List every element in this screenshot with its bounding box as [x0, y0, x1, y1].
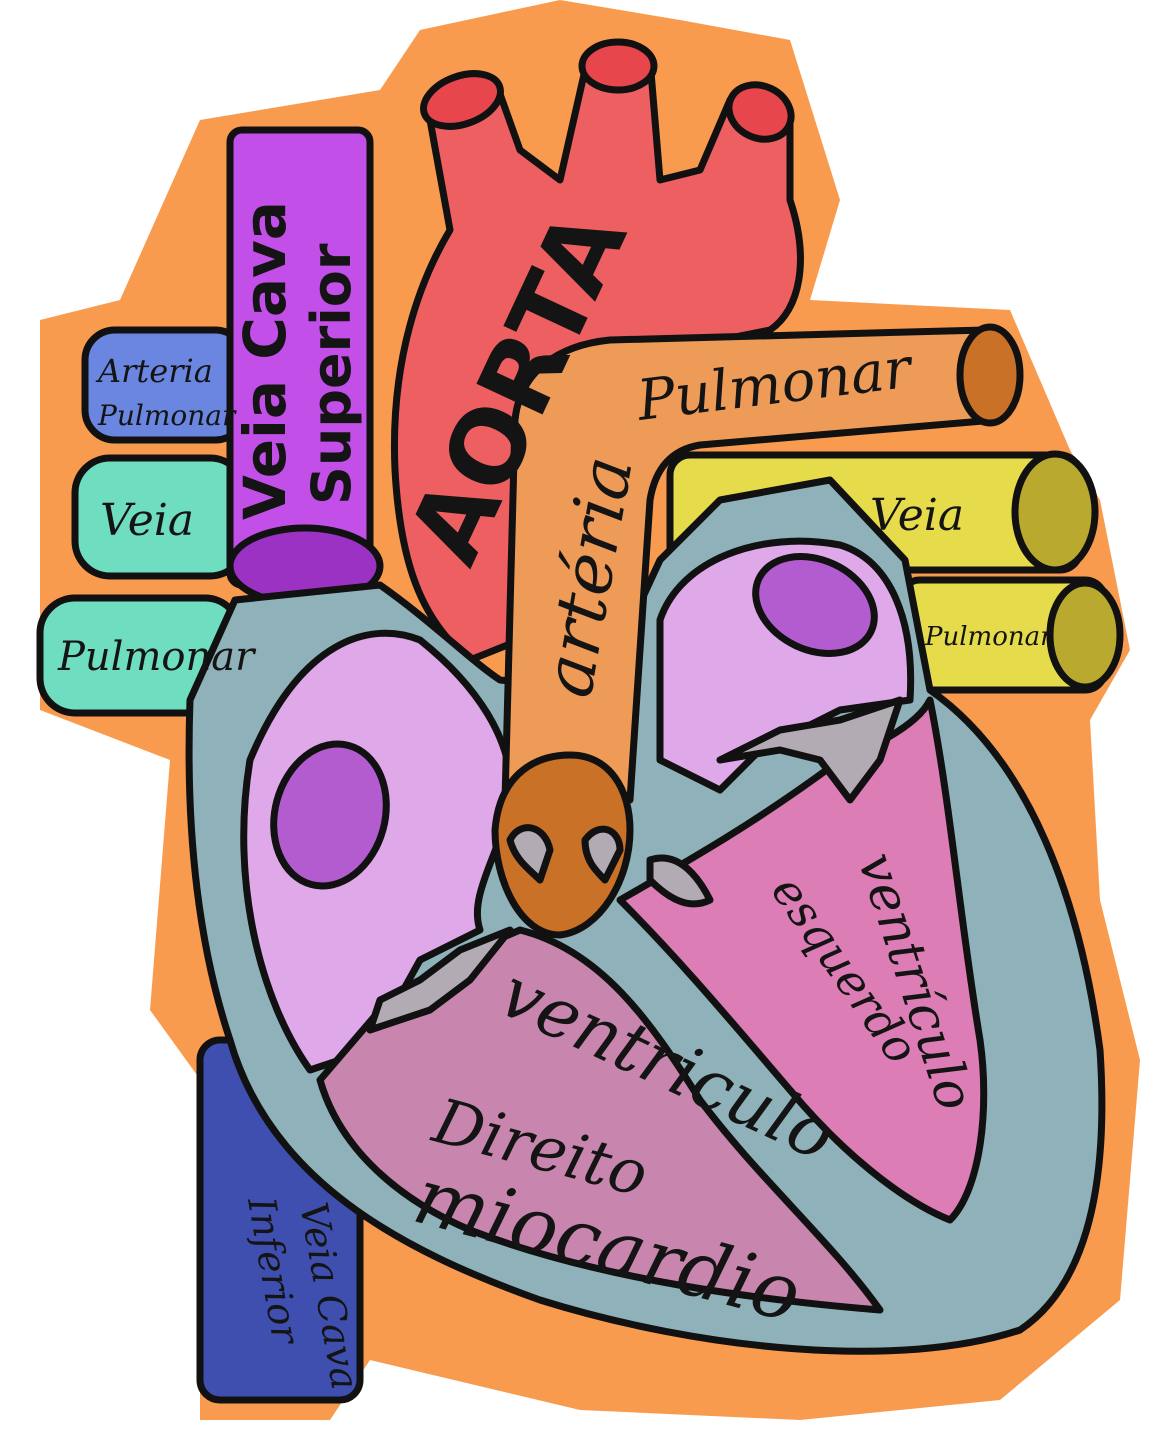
label-veia-cava-superior-2: Superior — [300, 243, 363, 505]
left-pulmonary-vein-top-opening — [1015, 454, 1095, 570]
label-veia-pulmonar-dir-2: Pulmonar — [57, 634, 257, 680]
label-arteria-pulmonar-dir-2: Pulmonar — [97, 399, 237, 432]
label-arteria-pulmonar-dir-1: Arteria — [95, 352, 213, 390]
left-pulmonary-vein-bottom-opening — [1050, 583, 1120, 687]
label-veia-pulmonar-esq-1: Veia — [870, 490, 964, 541]
aorta-branch-2-opening — [582, 42, 654, 90]
label-veia-pulmonar-dir-1: Veia — [100, 495, 194, 546]
pulmonary-artery-opening — [960, 327, 1020, 423]
label-veia-cava-superior-1: Veia Cava — [231, 201, 299, 520]
label-veia-pulmonar-esq-2: Pulmonar — [924, 622, 1054, 652]
